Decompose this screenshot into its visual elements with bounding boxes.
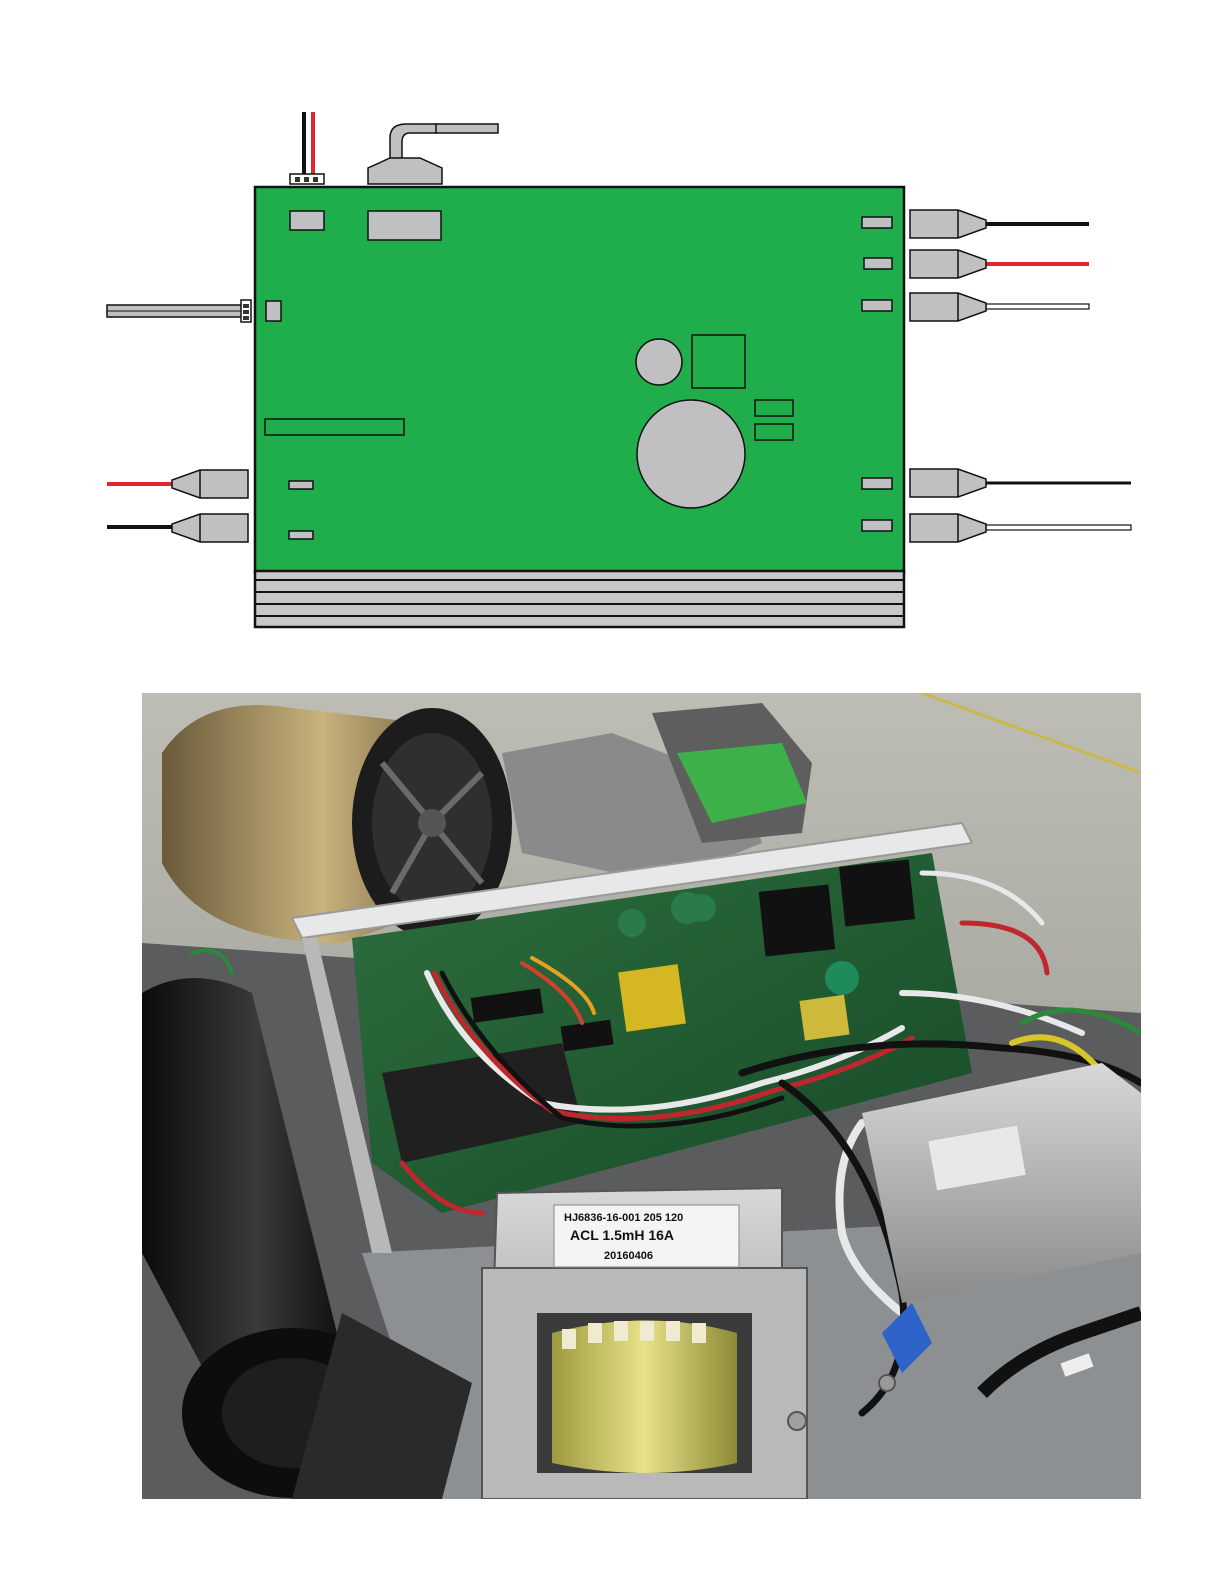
heatsink [255, 571, 904, 627]
terminal-r5 [862, 520, 892, 531]
right-connector-white-1 [910, 293, 1089, 321]
left-header [266, 301, 281, 321]
terminal-l2 [289, 531, 313, 539]
left-connector-red [107, 470, 248, 498]
right-connector-white-2 [910, 514, 1131, 542]
terminal-r3 [862, 300, 892, 311]
right-connector-red [910, 250, 1089, 278]
right-connectors [910, 210, 1131, 542]
left-connector-black [107, 514, 248, 542]
ribbon-cable [368, 124, 498, 184]
inductor-label-line-1: HJ6836-16-001 205 120 [564, 1212, 683, 1224]
large-capacitor [637, 400, 745, 508]
right-connector-black-1 [910, 210, 1089, 238]
top-two-wire-lead [290, 112, 324, 184]
left-connectors [107, 470, 248, 542]
terminal-l1 [289, 481, 313, 489]
terminal-r1 [862, 217, 892, 228]
ribbon-header [368, 211, 441, 240]
small-capacitor [636, 339, 682, 385]
inductor-label-line-3: 20160406 [604, 1250, 653, 1262]
acl-inductor: HJ6836-16-001 205 120 ACL 1.5mH 16A 2016… [482, 1188, 807, 1499]
controller-installation-photo: HJ6836-16-001 205 120 ACL 1.5mH 16A 2016… [142, 693, 1141, 1499]
left-signal-cable [107, 300, 251, 322]
right-connector-black-2 [910, 469, 1131, 497]
header-two-pin [290, 211, 324, 230]
inductor-label-line-2: ACL 1.5mH 16A [570, 1227, 674, 1243]
motor-controller-wiring-diagram [0, 0, 1224, 650]
terminal-r4 [862, 478, 892, 489]
terminal-r2 [864, 258, 892, 269]
controller-board [255, 187, 904, 572]
